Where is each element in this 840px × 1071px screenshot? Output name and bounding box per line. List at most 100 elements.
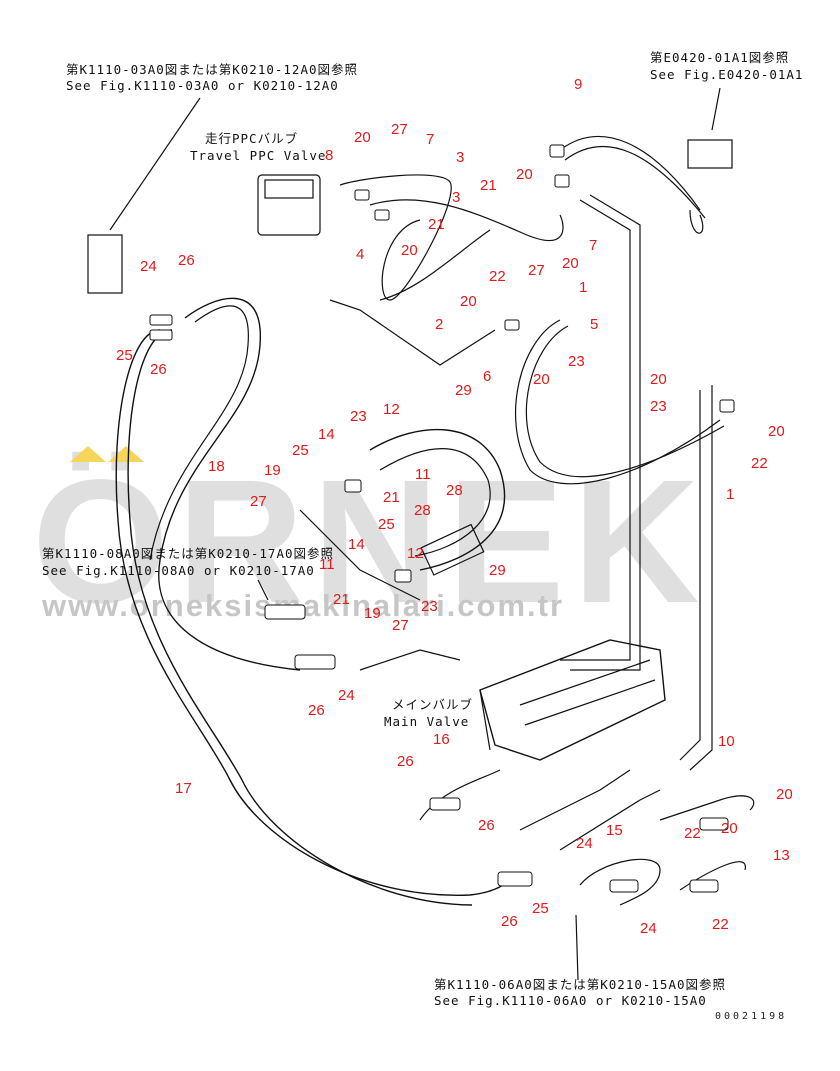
pipe-rail-2: [570, 194, 641, 671]
callout-10: 10: [718, 733, 735, 750]
callout-27b: 27: [528, 262, 545, 279]
hose-18-edge: [149, 305, 249, 561]
fittings: [149, 144, 735, 893]
callout-19: 19: [264, 462, 281, 479]
callout-16: 16: [433, 731, 450, 748]
callout-14: 14: [318, 426, 335, 443]
hose-9-a: [559, 135, 701, 211]
main-valve-label-jp: メインバルブ: [392, 697, 474, 712]
callout-24b: 24: [338, 687, 355, 704]
ref-mid-left-en: See Fig.K1110-08A0 or K0210-17A0: [42, 563, 315, 578]
callout-27c: 27: [250, 493, 267, 510]
ppc-lock-valve: [87, 234, 123, 294]
hose-16: [419, 769, 501, 821]
callout-2: 2: [435, 316, 444, 333]
leader-bottom: [575, 914, 579, 981]
hose-9-end: [689, 209, 704, 234]
callout-28b: 28: [414, 502, 431, 519]
callout-23: 23: [568, 353, 585, 370]
callout-23c: 23: [650, 398, 667, 415]
callout-11b: 11: [319, 556, 335, 573]
callout-22d: 22: [712, 916, 729, 933]
hose-10: [659, 795, 755, 821]
callout-3: 3: [456, 149, 465, 166]
hose-21: [379, 229, 491, 301]
callout-24: 24: [140, 258, 157, 275]
callout-3b: 3: [452, 189, 461, 206]
callout-12: 12: [383, 401, 400, 418]
callout-27d: 27: [392, 617, 409, 634]
callout-20g: 20: [650, 371, 667, 388]
callout-1b: 1: [726, 486, 735, 503]
ref-bottom-en: See Fig.K1110-06A0 or K0210-15A0: [434, 993, 707, 1008]
pipe-rail-4: [689, 385, 713, 771]
callout-7b: 7: [589, 237, 598, 254]
callout-21: 21: [480, 177, 497, 194]
callout-20d: 20: [562, 255, 579, 272]
callout-15: 15: [606, 822, 623, 839]
callout-23d: 23: [421, 598, 438, 615]
watermark-accent-right: [108, 446, 144, 462]
callout-26e: 26: [478, 817, 495, 834]
ref-top-left-jp: 第K1110-03A0図または第K0210-12A0図参照: [66, 62, 359, 77]
callout-20j: 20: [721, 820, 738, 837]
callout-20h: 20: [768, 423, 785, 440]
hose-19: [299, 509, 421, 601]
main-valve-label-en: Main Valve: [384, 714, 470, 729]
hose-17: [115, 329, 521, 896]
callout-26c: 26: [308, 702, 325, 719]
callout-22b: 22: [751, 455, 768, 472]
hose-15: [579, 858, 661, 906]
components: [87, 139, 733, 294]
callout-8: 8: [325, 147, 334, 164]
hose-28-edge: [379, 448, 491, 557]
callout-18: 18: [208, 458, 225, 475]
callout-17: 17: [175, 780, 192, 797]
callout-22: 22: [489, 268, 506, 285]
callout-26b: 26: [150, 361, 167, 378]
leader-top-right: [711, 87, 721, 131]
callout-28: 28: [446, 482, 463, 499]
hose-5-edge: [525, 325, 725, 478]
callout-4: 4: [356, 246, 365, 263]
callout-21d: 21: [333, 591, 350, 608]
callout-24c: 24: [576, 835, 593, 852]
protector-29: [420, 523, 485, 576]
main-valve-side: [479, 689, 491, 751]
watermark-accent-left: [70, 446, 106, 462]
callout-21c: 21: [383, 489, 400, 506]
callout-5: 5: [590, 316, 599, 333]
ref-top-right-jp: 第E0420-01A1図参照: [650, 50, 790, 65]
travel-ppc-label-en: Travel PPC Valve: [190, 148, 327, 163]
callout-20c: 20: [401, 242, 418, 259]
callout-25c: 25: [378, 516, 395, 533]
travel-ppc-label-jp: 走行PPCバルブ: [205, 131, 299, 146]
pipe-rail-1: [560, 199, 631, 661]
ref-top-left-en: See Fig.K1110-03A0 or K0210-12A0: [66, 78, 339, 93]
travel-ppc-valve-top: [264, 179, 314, 199]
pipe-lower-2: [559, 789, 661, 851]
callout-20f: 20: [533, 371, 550, 388]
callout-24d: 24: [640, 920, 657, 937]
callout-21b: 21: [428, 216, 445, 233]
callout-20e: 20: [460, 293, 477, 310]
drawing-number: 00021198: [715, 1011, 788, 1022]
callout-27: 27: [391, 121, 408, 138]
callout-20: 20: [354, 129, 371, 146]
hose-28: [369, 428, 506, 571]
callout-9: 9: [574, 76, 583, 93]
callout-26f: 26: [501, 913, 518, 930]
hose-17-edge: [127, 329, 473, 906]
callout-6: 6: [483, 368, 492, 385]
hose-18: [158, 297, 301, 671]
ref-top-right-en: See Fig.E0420-01A1: [650, 67, 804, 82]
main-valve: [479, 639, 666, 761]
leader-top-left: [109, 97, 201, 231]
leader-mid-left: [257, 579, 269, 601]
callout-23b: 23: [350, 408, 367, 425]
pipe-rail-3: [679, 390, 701, 761]
hose-5: [515, 319, 721, 485]
hose-9-b: [564, 145, 706, 219]
